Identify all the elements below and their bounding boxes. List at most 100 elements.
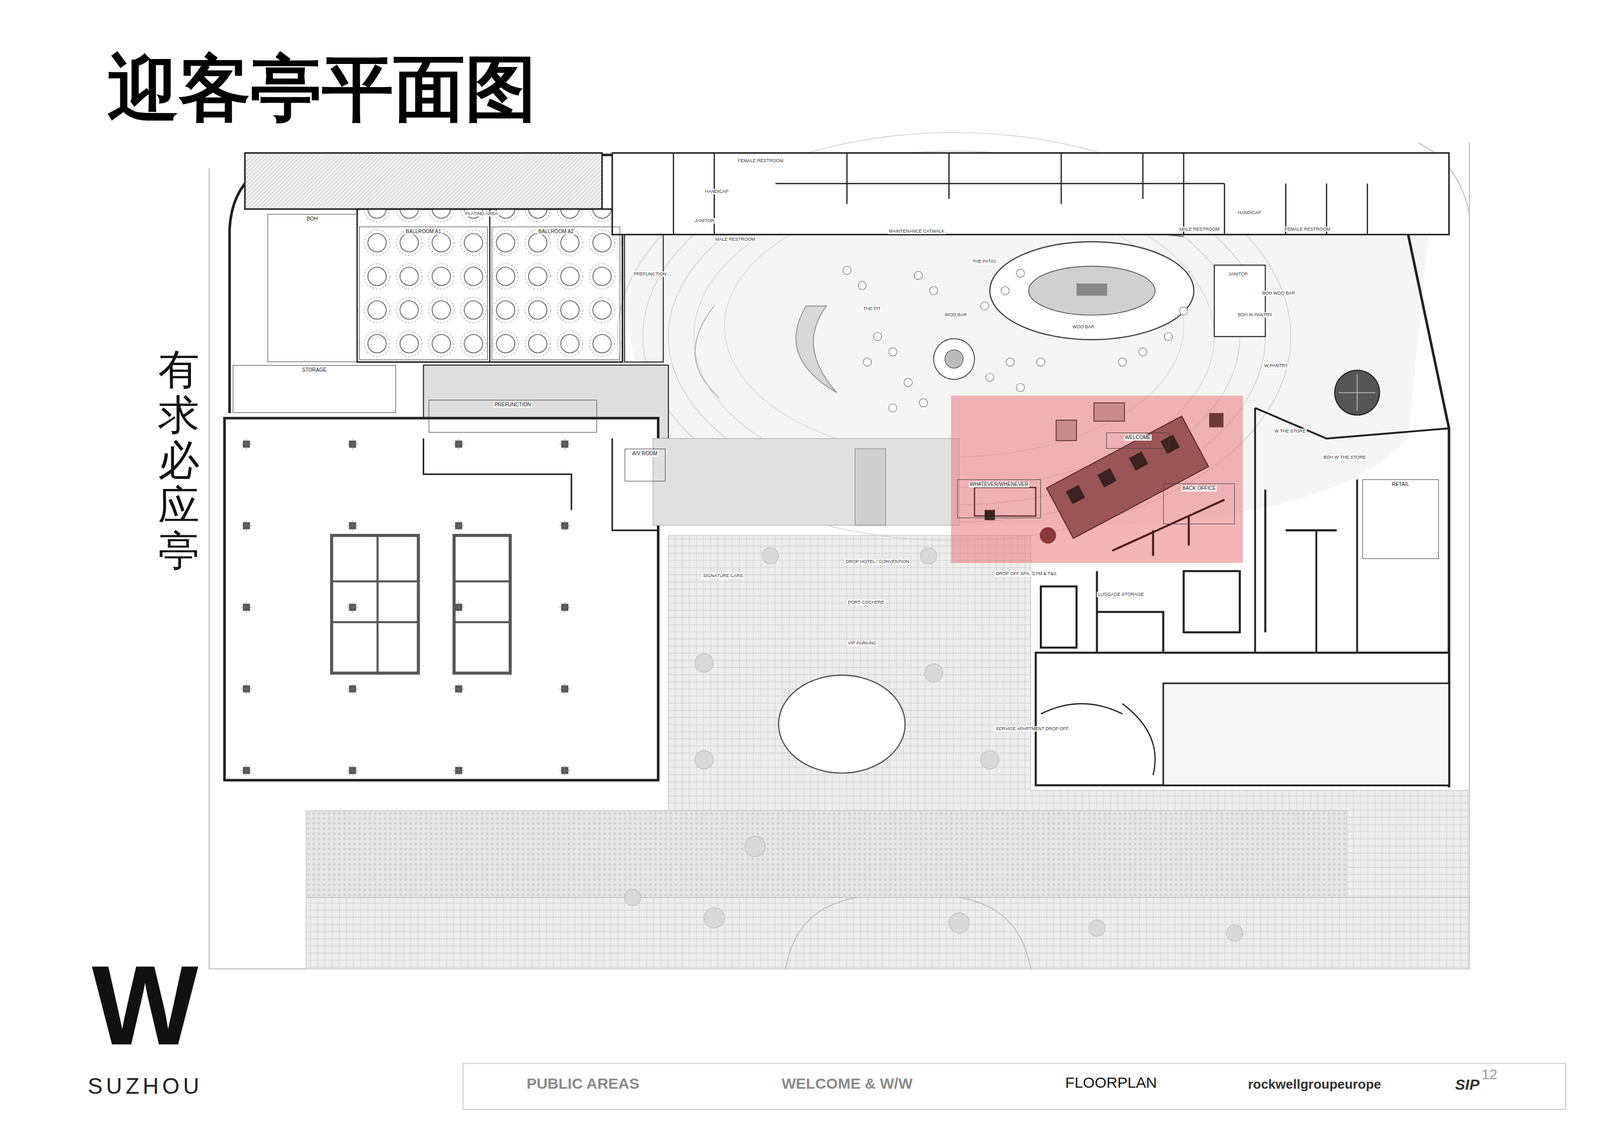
planting-and-trees-part xyxy=(745,836,766,858)
highlight-zone-part xyxy=(1065,485,1086,505)
room-name: BOH xyxy=(305,216,319,223)
walls-part xyxy=(423,438,659,531)
plan-label: W PANTRY xyxy=(1263,363,1290,369)
walls-part xyxy=(331,535,510,674)
room-box: BACK OFFICE xyxy=(1163,483,1235,525)
plan-label: FEMALE RESTROOM xyxy=(736,158,785,164)
footer-text: SIP xyxy=(1454,1076,1480,1094)
plan-label: VIP PARKING xyxy=(846,640,878,647)
courtyard-part xyxy=(695,306,720,398)
plan-label: HANDICAP xyxy=(704,188,730,195)
courtyard-part xyxy=(1006,358,1015,367)
highlight-zone-part xyxy=(984,510,995,521)
plan-label: BOH WOO BAR xyxy=(1261,290,1297,297)
planting-and-trees-part xyxy=(762,548,779,565)
courtyard-part xyxy=(795,306,837,393)
walls-part xyxy=(489,209,491,363)
highlight-zone-part xyxy=(951,395,1243,564)
plan-label: HANDICAP xyxy=(1236,210,1263,216)
planting-and-trees-part xyxy=(924,663,943,683)
highlight-zone-part xyxy=(1112,499,1225,556)
room-box: BALLROOM A2 xyxy=(491,226,621,361)
room-name: BALLROOM A2 xyxy=(537,228,575,235)
courtyard-part xyxy=(1179,307,1188,316)
site-boundary xyxy=(209,143,1470,970)
highlight-zone xyxy=(951,395,1243,564)
footer-text: rockwellgroupeurope xyxy=(1247,1077,1381,1093)
courtyard-part xyxy=(933,338,975,380)
plan-label: W THE STORE xyxy=(1273,428,1307,435)
desk-box: WELCOME xyxy=(1106,432,1170,449)
courtyard-part xyxy=(857,281,866,290)
walls-part xyxy=(357,209,623,363)
room-name: A/V ROOM xyxy=(631,450,659,457)
site-boundary-part xyxy=(209,143,1470,970)
footer-text: PUBLIC AREAS xyxy=(526,1075,640,1093)
courtyard-part xyxy=(1028,266,1156,316)
courtyard-part xyxy=(1118,358,1127,367)
walls-part xyxy=(612,153,1449,235)
plan-label: WOO BAR xyxy=(1071,324,1096,330)
plan-label: THE PIT xyxy=(862,306,883,312)
plaza-paving-part xyxy=(785,897,1031,970)
courtyard-part xyxy=(904,378,913,387)
courtyard-part xyxy=(888,348,897,357)
planting-and-trees-part xyxy=(624,548,1243,943)
planting-and-trees-part xyxy=(949,913,970,935)
room-box: RETAIL xyxy=(1362,479,1439,560)
courtyard-part xyxy=(1016,383,1025,392)
plan-label: PLATING AREA xyxy=(464,211,499,217)
plan-label: MALE RESTROOM xyxy=(1178,226,1221,233)
room-name: WELCOME xyxy=(1123,434,1153,441)
planting-and-trees-part xyxy=(1334,370,1380,416)
courtyard-part xyxy=(873,332,882,341)
planting-and-trees-part xyxy=(1088,920,1105,937)
brand-city: SUZHOU xyxy=(87,1074,203,1099)
courtyard-part xyxy=(1164,332,1173,341)
courtyard-part xyxy=(919,398,928,408)
plan-label: MALE RESTROOM xyxy=(714,236,757,243)
walls-part xyxy=(673,153,1368,235)
vertical-caption: 有求必应亭 xyxy=(158,347,200,575)
planting-and-trees-part xyxy=(980,751,999,770)
highlight-zone-part xyxy=(1039,527,1056,544)
planting-and-trees-part xyxy=(694,751,713,770)
walls-part xyxy=(1040,703,1156,776)
planting-and-trees-part xyxy=(778,675,905,774)
courtyard-part xyxy=(1016,269,1025,278)
plan-label: DROP OFF SPA, GYM & T&S xyxy=(994,571,1058,577)
planting-and-trees-part xyxy=(920,548,937,565)
plaza-paving-part xyxy=(306,897,1470,899)
courtyard-part xyxy=(929,286,938,295)
plaza-paving-part xyxy=(306,811,1348,898)
planting-and-trees-part xyxy=(1338,374,1376,412)
walls-part xyxy=(224,418,659,781)
courtyard-part xyxy=(980,301,989,310)
highlight-zone-part xyxy=(1160,434,1180,454)
plan-label: MAINTENANCE CATWALK xyxy=(887,228,946,235)
plan-label: SERVICE APARTMENT DROP OFF xyxy=(994,726,1071,732)
walls-part xyxy=(1040,586,1077,649)
plan-label: JANITOR xyxy=(1227,271,1249,278)
highlight-zone-part xyxy=(1128,451,1149,471)
walls-part xyxy=(1163,683,1449,786)
plan-label: BOH W THE STORE xyxy=(1322,454,1367,461)
planting-and-trees-part xyxy=(694,653,713,673)
courtyard-part xyxy=(1076,283,1108,296)
room-name: STORAGE xyxy=(300,367,328,374)
highlight-zone-part xyxy=(1209,413,1224,428)
walls-part xyxy=(1214,265,1265,338)
walls-part xyxy=(854,448,886,526)
courtyard-part xyxy=(1138,348,1147,357)
room-box: PREFUNCTION xyxy=(428,400,597,433)
courtyard-part xyxy=(888,404,897,413)
footer-bar: PUBLIC AREASWELCOME & W/WFLOORPLANrockwe… xyxy=(462,1063,1567,1111)
plan-label: PORT COCHERE xyxy=(846,600,886,606)
highlight-zone-part xyxy=(1046,416,1209,539)
walls-part xyxy=(652,438,960,526)
room-name: WHATEVER/WHENEVER xyxy=(968,481,1030,488)
plan-label: LUGGAGE STORAGE xyxy=(1096,591,1145,598)
footer-text: 12 xyxy=(1481,1067,1498,1084)
courtyard-part xyxy=(989,241,1194,340)
walls-part xyxy=(224,418,659,781)
